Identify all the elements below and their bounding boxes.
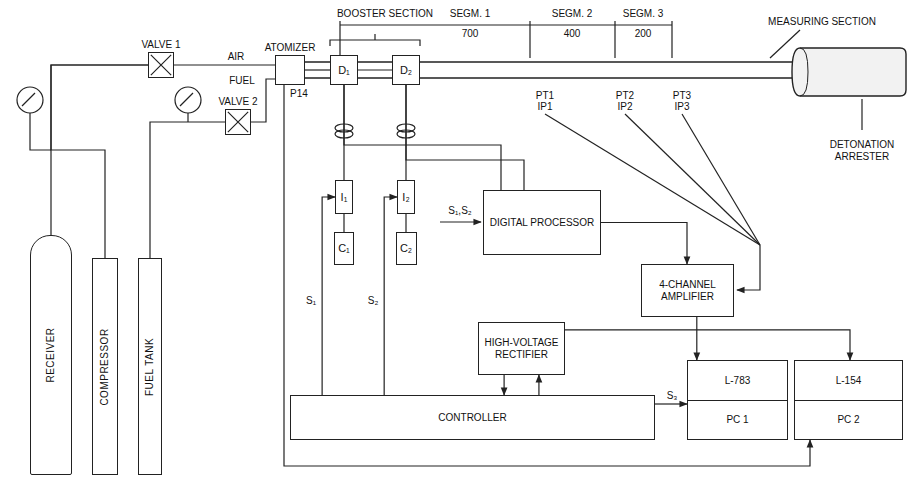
box-label: C₂	[400, 242, 412, 255]
connector-line	[696, 317, 697, 360]
part-label: DETONATION ARRESTER	[823, 139, 901, 162]
connector-line	[601, 223, 687, 265]
box-label: COMPRESSOR	[99, 328, 111, 405]
connector-line	[322, 197, 335, 395]
rectifier-box: HIGH-VOLTAGE RECTIFIER	[478, 322, 565, 375]
signal-label: FUEL	[228, 75, 256, 86]
connector-line	[405, 214, 406, 232]
connector-line	[305, 69, 330, 70]
connector-line	[384, 197, 397, 395]
sensor-label: PT3	[673, 90, 691, 102]
controller-box: CONTROLLER	[290, 395, 655, 440]
discharger-box: D₁	[330, 55, 358, 85]
processor-box: DIGITAL PROCESSOR	[483, 190, 601, 255]
atomizer-box: ATOMIZER	[275, 55, 305, 85]
fuel-tank: FUEL TANK	[138, 258, 162, 475]
box-label: FUEL TANK	[144, 337, 156, 395]
box-label: DIGITAL PROCESSOR	[490, 217, 594, 229]
box-label: HIGH-VOLTAGE RECTIFIER	[482, 337, 561, 360]
signal-label: S₁,S₂	[448, 205, 471, 217]
part-label: ATOMIZER	[265, 42, 316, 54]
capacitor-box: C₁	[334, 232, 354, 265]
box-label: RECEIVER	[45, 327, 57, 382]
box-label: C₁	[338, 242, 350, 255]
connector-line	[343, 214, 344, 232]
sensor-label: IP2	[617, 101, 632, 113]
dimension-value: 200	[635, 28, 652, 40]
box-label: L-783	[688, 361, 787, 401]
signal-label: S₂	[367, 295, 380, 306]
connector-line	[538, 375, 539, 395]
part-label: VALVE 1	[141, 39, 180, 51]
box-label: PC 2	[795, 401, 902, 440]
signal-label: AIR	[227, 51, 246, 62]
box-label: PC 1	[688, 401, 787, 440]
box-label: CONTROLLER	[438, 412, 506, 424]
sensor-label: IP1	[537, 101, 552, 113]
sensor-label: P14	[290, 88, 308, 100]
connector-line	[504, 375, 505, 395]
valve-symbol: VALVE 1	[148, 52, 174, 78]
segment-label: SEGM. 1	[450, 8, 491, 20]
connector-line	[174, 64, 275, 65]
connector-line	[150, 122, 225, 258]
box-label: L-154	[795, 361, 902, 401]
computer-box: L-783PC 1	[687, 360, 788, 440]
box-label: I₁	[341, 191, 348, 204]
valve-cross	[149, 53, 173, 77]
box-label: 4-CHANNEL AMPLIFIER	[645, 279, 730, 302]
valve-cross	[226, 110, 250, 134]
connector-line	[284, 85, 810, 466]
capacitor-box: C₂	[396, 232, 417, 265]
leader-line	[770, 30, 800, 58]
signal-label: S₃	[666, 390, 679, 401]
valve-symbol: VALVE 2	[225, 109, 251, 135]
dimension-value: 700	[462, 28, 479, 40]
sensor-label: PT1	[536, 90, 554, 102]
part-label: VALVE 2	[218, 96, 257, 108]
computer-box: L-154PC 2	[794, 360, 903, 440]
segment-label: SEGM. 2	[552, 8, 593, 20]
connector-line	[655, 403, 687, 404]
connector-line	[565, 330, 850, 360]
discharger-box: D₂	[392, 55, 420, 85]
receiver-tank: RECEIVER	[30, 235, 72, 475]
amplifier-box: 4-CHANNEL AMPLIFIER	[641, 264, 734, 317]
connector-line	[344, 85, 501, 190]
detonation-arrester	[792, 48, 906, 96]
segment-dimension	[340, 21, 672, 58]
pressure-gauge	[17, 87, 51, 150]
section-label: BOOSTER SECTION	[337, 8, 433, 20]
dimension-value: 400	[564, 28, 581, 40]
igniter-box: I₁	[335, 180, 353, 214]
section-label: MEASURING SECTION	[768, 16, 876, 28]
signal-label: S₁	[305, 295, 317, 306]
connector-line	[358, 69, 392, 70]
sensor-label: IP3	[674, 101, 689, 113]
compressor-unit: COMPRESSOR	[92, 258, 118, 475]
box-label: I₂	[402, 191, 409, 204]
igniter-box: I₂	[397, 180, 415, 214]
booster-bracket	[330, 34, 420, 46]
detonation-tube	[305, 62, 800, 78]
leader-line	[861, 99, 862, 130]
sensor-label: PT2	[616, 90, 634, 102]
box-label: D₁	[338, 64, 350, 77]
box-label: D₂	[400, 64, 412, 77]
connector-line	[51, 65, 148, 258]
signal-line	[440, 221, 481, 222]
segment-label: SEGM. 3	[623, 8, 664, 20]
connector-line	[406, 85, 524, 190]
pressure-gauge	[175, 87, 201, 122]
